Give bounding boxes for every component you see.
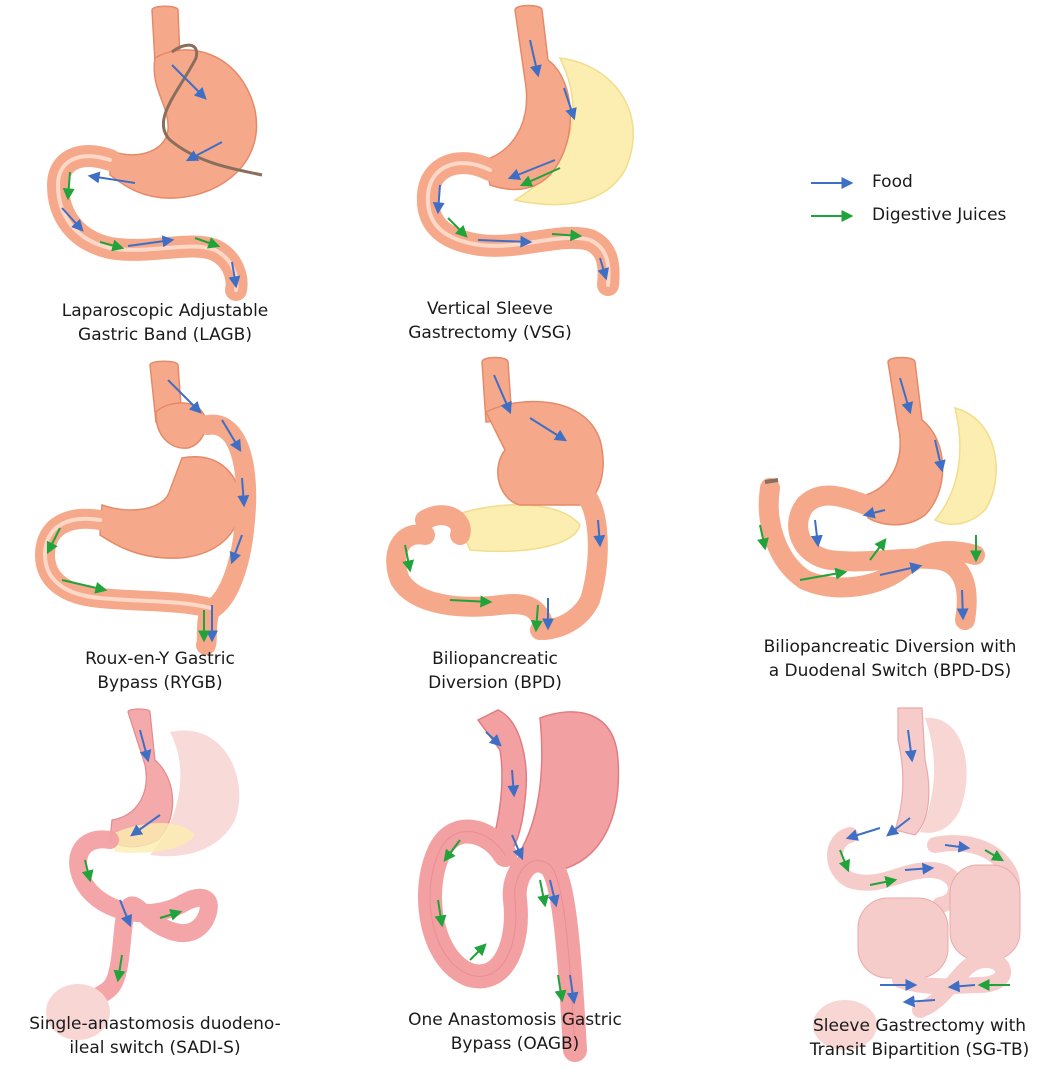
- bpd-excised: [455, 505, 580, 552]
- caption-line: Laparoscopic Adjustable: [20, 299, 310, 323]
- legend-food-label: Food: [872, 172, 913, 192]
- legend: [811, 183, 851, 216]
- caption-line: One Anastomosis Gastric: [385, 1008, 645, 1032]
- sadis-illustration: [46, 709, 239, 1040]
- sgtb-bowel-coils-left: [858, 898, 948, 978]
- bpdds-food-arrow: [962, 590, 963, 618]
- caption-line: Diversion (BPD): [410, 671, 580, 695]
- oagb-remnant-stomach: [518, 712, 618, 870]
- vsg-sleeve: [485, 6, 570, 190]
- bpd-illustration: [396, 358, 603, 631]
- caption-bpd: Biliopancreatic Diversion (BPD): [410, 647, 580, 695]
- caption-oagb: One Anastomosis Gastric Bypass (OAGB): [385, 1008, 645, 1056]
- caption-bpdds: Biliopancreatic Diversion with a Duodena…: [735, 635, 1045, 683]
- caption-line: a Duodenal Switch (BPD-DS): [735, 659, 1045, 683]
- caption-line: Biliopancreatic Diversion with: [735, 635, 1045, 659]
- lagb-stomach: [110, 50, 257, 198]
- bpdds-illustration: [760, 358, 996, 621]
- caption-sadis: Single-anastomosis duodeno- ileal switch…: [5, 1012, 305, 1060]
- caption-line: Single-anastomosis duodeno-: [5, 1012, 305, 1036]
- sgtb-bowel-coils-right: [950, 865, 1020, 960]
- lagb-illustration: [58, 6, 262, 290]
- caption-line: Biliopancreatic: [410, 647, 580, 671]
- sgtb-illustration: [813, 708, 1020, 1050]
- bpdds-sleeve: [866, 358, 943, 525]
- caption-lagb: Laparoscopic Adjustable Gastric Band (LA…: [20, 299, 310, 347]
- caption-line: Gastric Band (LAGB): [20, 323, 310, 347]
- caption-line: Roux-en-Y Gastric: [60, 647, 260, 671]
- oagb-juice-arrow: [540, 880, 545, 905]
- legend-juices-label: Digestive Juices: [872, 205, 1006, 225]
- caption-vsg: Vertical Sleeve Gastrectomy (VSG): [380, 297, 600, 345]
- caption-line: Gastrectomy (VSG): [380, 321, 600, 345]
- caption-line: Sleeve Gastrectomy with: [782, 1014, 1057, 1038]
- caption-line: Vertical Sleeve: [380, 297, 600, 321]
- caption-line: Transit Bipartition (SG-TB): [782, 1038, 1057, 1062]
- caption-line: ileal switch (SADI-S): [5, 1036, 305, 1060]
- sadis-loop: [78, 839, 209, 995]
- bpdds-excised: [935, 408, 996, 524]
- rygb-remnant-stomach: [100, 457, 240, 558]
- rygb-illustration: [45, 361, 246, 645]
- caption-sgtb: Sleeve Gastrectomy with Transit Bipartit…: [782, 1014, 1057, 1062]
- caption-line: Bypass (RYGB): [60, 671, 260, 695]
- oagb-illustration: [430, 710, 618, 1050]
- sgtb-sleeve: [895, 708, 929, 835]
- vsg-illustration: [428, 6, 633, 286]
- bpdds-food-arrow: [815, 520, 818, 545]
- bpdds-stump: [765, 480, 778, 482]
- oagb-juice-arrow: [470, 945, 485, 960]
- caption-rygb: Roux-en-Y Gastric Bypass (RYGB): [60, 647, 260, 695]
- caption-line: Bypass (OAGB): [385, 1032, 645, 1056]
